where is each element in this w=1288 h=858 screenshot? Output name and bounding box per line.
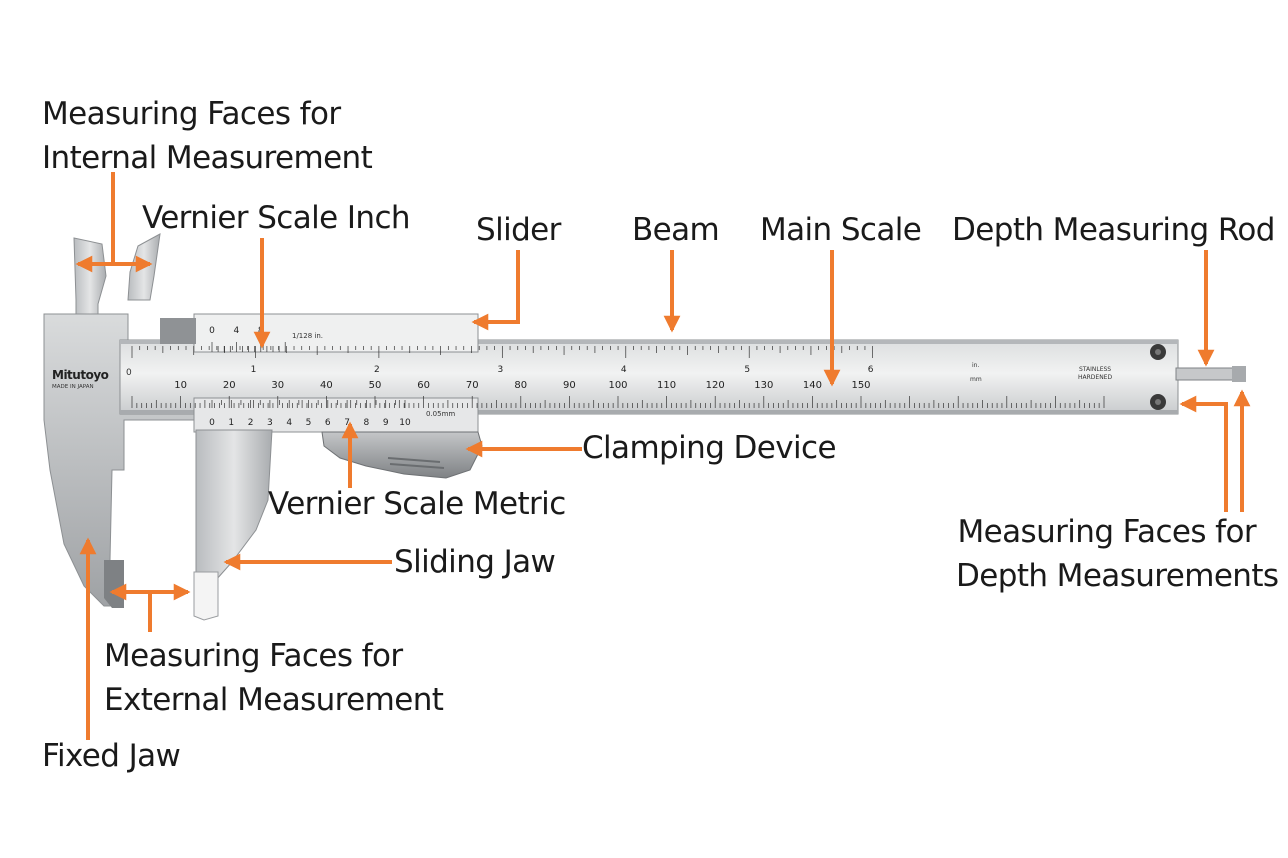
label-slider: Slider xyxy=(476,212,561,248)
label-vernier-metric: Vernier Scale Metric xyxy=(268,486,566,522)
label-vernier-inch: Vernier Scale Inch xyxy=(142,200,411,236)
vernier-metric-number: 8 xyxy=(364,418,370,428)
label-beam: Beam xyxy=(632,212,720,248)
vernier-metric-number: 9 xyxy=(383,418,389,428)
fixed-jaw-tip xyxy=(104,560,124,608)
slider-arrow xyxy=(471,250,520,331)
vernier-inch-number: 4 xyxy=(234,326,240,336)
main-mm-number: 60 xyxy=(417,380,430,391)
main-mm-number: 140 xyxy=(803,380,822,391)
slider-plate xyxy=(193,313,479,353)
vernier-metric-number: 10 xyxy=(399,418,411,428)
material-text: STAINLESS HARDENED xyxy=(1078,366,1113,381)
clamp-grip xyxy=(321,431,483,479)
vernier-metric-number: 1 xyxy=(228,418,234,428)
main-mm-number: 30 xyxy=(271,380,284,391)
vernier-metric-number: 6 xyxy=(325,418,331,428)
label-main-scale: Main Scale xyxy=(760,212,922,248)
main-inch-number: 2 xyxy=(374,365,380,375)
sliding-internal-jaw xyxy=(127,233,161,301)
label-external-faces: Measuring Faces for External Measurement xyxy=(104,638,444,718)
vernier-metric-number: 3 xyxy=(267,418,273,428)
vernier-metric-number: 2 xyxy=(248,418,254,428)
main-mm-number: 50 xyxy=(369,380,382,391)
sliding-jaw-tip xyxy=(193,571,219,621)
main-mm-number: 150 xyxy=(851,380,870,391)
label-depth-faces: Measuring Faces for Depth Measurements xyxy=(956,514,1279,594)
main-inch-number: 3 xyxy=(497,365,503,375)
vernier-inch-number: 0 xyxy=(209,326,215,336)
unit-inch: in. xyxy=(972,362,980,369)
main-mm-number: 10 xyxy=(174,380,187,391)
origin-text: MADE IN JAPAN xyxy=(52,384,94,390)
main-mm-number: 80 xyxy=(514,380,527,391)
callout-arrows xyxy=(75,172,1251,740)
main-mm-number: 110 xyxy=(657,380,676,391)
vernier-metric-resolution: 0.05mm xyxy=(426,410,456,418)
main-mm-number: 70 xyxy=(466,380,479,391)
depth-rod-bar xyxy=(1175,367,1241,381)
vernier-metric-number: 5 xyxy=(306,418,312,428)
vernier-metric-number: 0 xyxy=(209,418,215,428)
main-zero: 0 xyxy=(126,368,132,378)
vernier-metric-number: 4 xyxy=(286,418,292,428)
vernier-inch-fraction: 1/128 in. xyxy=(292,332,324,340)
main-inch-number: 1 xyxy=(251,365,257,375)
label-depth-rod: Depth Measuring Rod xyxy=(952,212,1275,248)
main-mm-number: 40 xyxy=(320,380,333,391)
label-internal-faces: Measuring Faces for Internal Measurement xyxy=(42,96,373,176)
unit-mm: mm xyxy=(970,376,982,383)
main-mm-number: 130 xyxy=(754,380,773,391)
main-mm-number: 100 xyxy=(608,380,627,391)
label-clamping-device: Clamping Device xyxy=(582,430,837,466)
brand-block: Mitutoyo MADE IN JAPAN xyxy=(52,368,122,390)
label-fixed-jaw: Fixed Jaw xyxy=(42,738,181,774)
brand-logo: Mitutoyo xyxy=(52,368,109,382)
main-mm-number: 90 xyxy=(563,380,576,391)
main-mm-number: 20 xyxy=(223,380,236,391)
scale-ticks xyxy=(131,342,1105,408)
main-inch-number: 6 xyxy=(868,365,874,375)
label-sliding-jaw: Sliding Jaw xyxy=(394,544,556,580)
main-inch-number: 5 xyxy=(744,365,750,375)
depth-faces-arrow-1 xyxy=(1179,395,1228,512)
main-inch-number: 4 xyxy=(621,365,627,375)
main-mm-number: 120 xyxy=(706,380,725,391)
